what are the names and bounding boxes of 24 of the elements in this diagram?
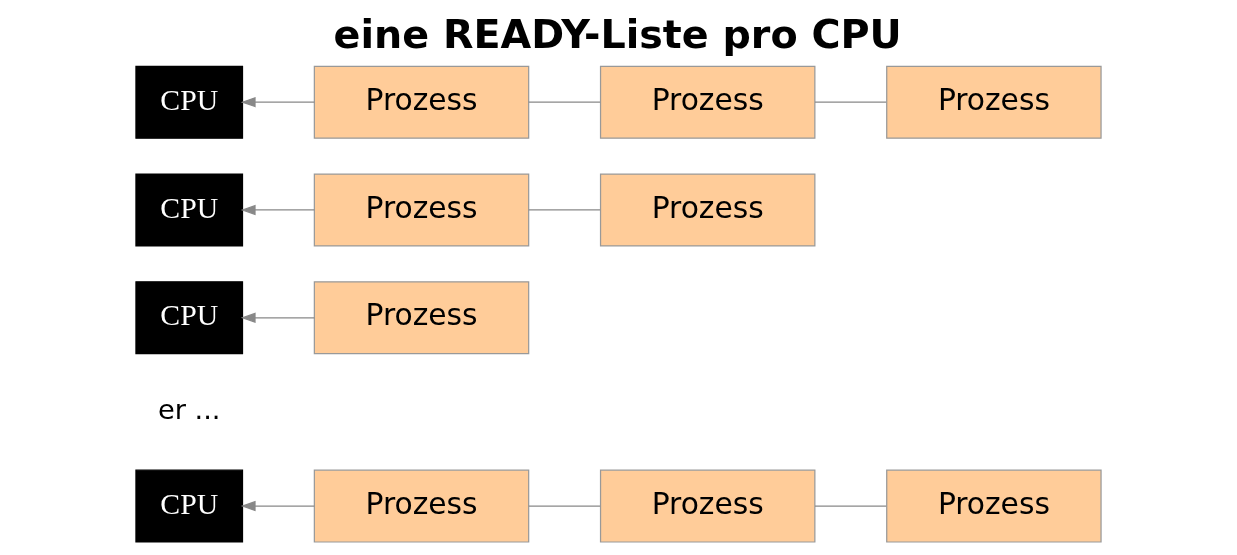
arrow [240,312,315,323]
arrow [240,97,315,108]
arrow [240,500,315,512]
arrow [240,204,315,216]
node-box: Prozess [886,469,1102,543]
node-box: Prozess [599,173,816,247]
node-box: Prozess [313,65,530,139]
node-box: Prozess [886,65,1102,139]
connector [814,101,887,103]
node-box: Prozess [599,65,816,139]
connector [814,505,887,507]
node-box: Prozess [313,469,530,543]
node-box: CPU [135,469,244,543]
label: er ... [157,393,221,425]
node-box: CPU [135,65,244,139]
connector [528,101,601,103]
connector [528,505,601,507]
node-box: Prozess [313,281,530,355]
node-box: CPU [135,281,244,355]
connector [528,209,601,211]
node-box: Prozess [599,469,816,543]
node-box: CPU [135,173,244,247]
diagram-title: eine READY-Liste pro CPU [333,11,902,58]
node-box: Prozess [313,173,530,247]
